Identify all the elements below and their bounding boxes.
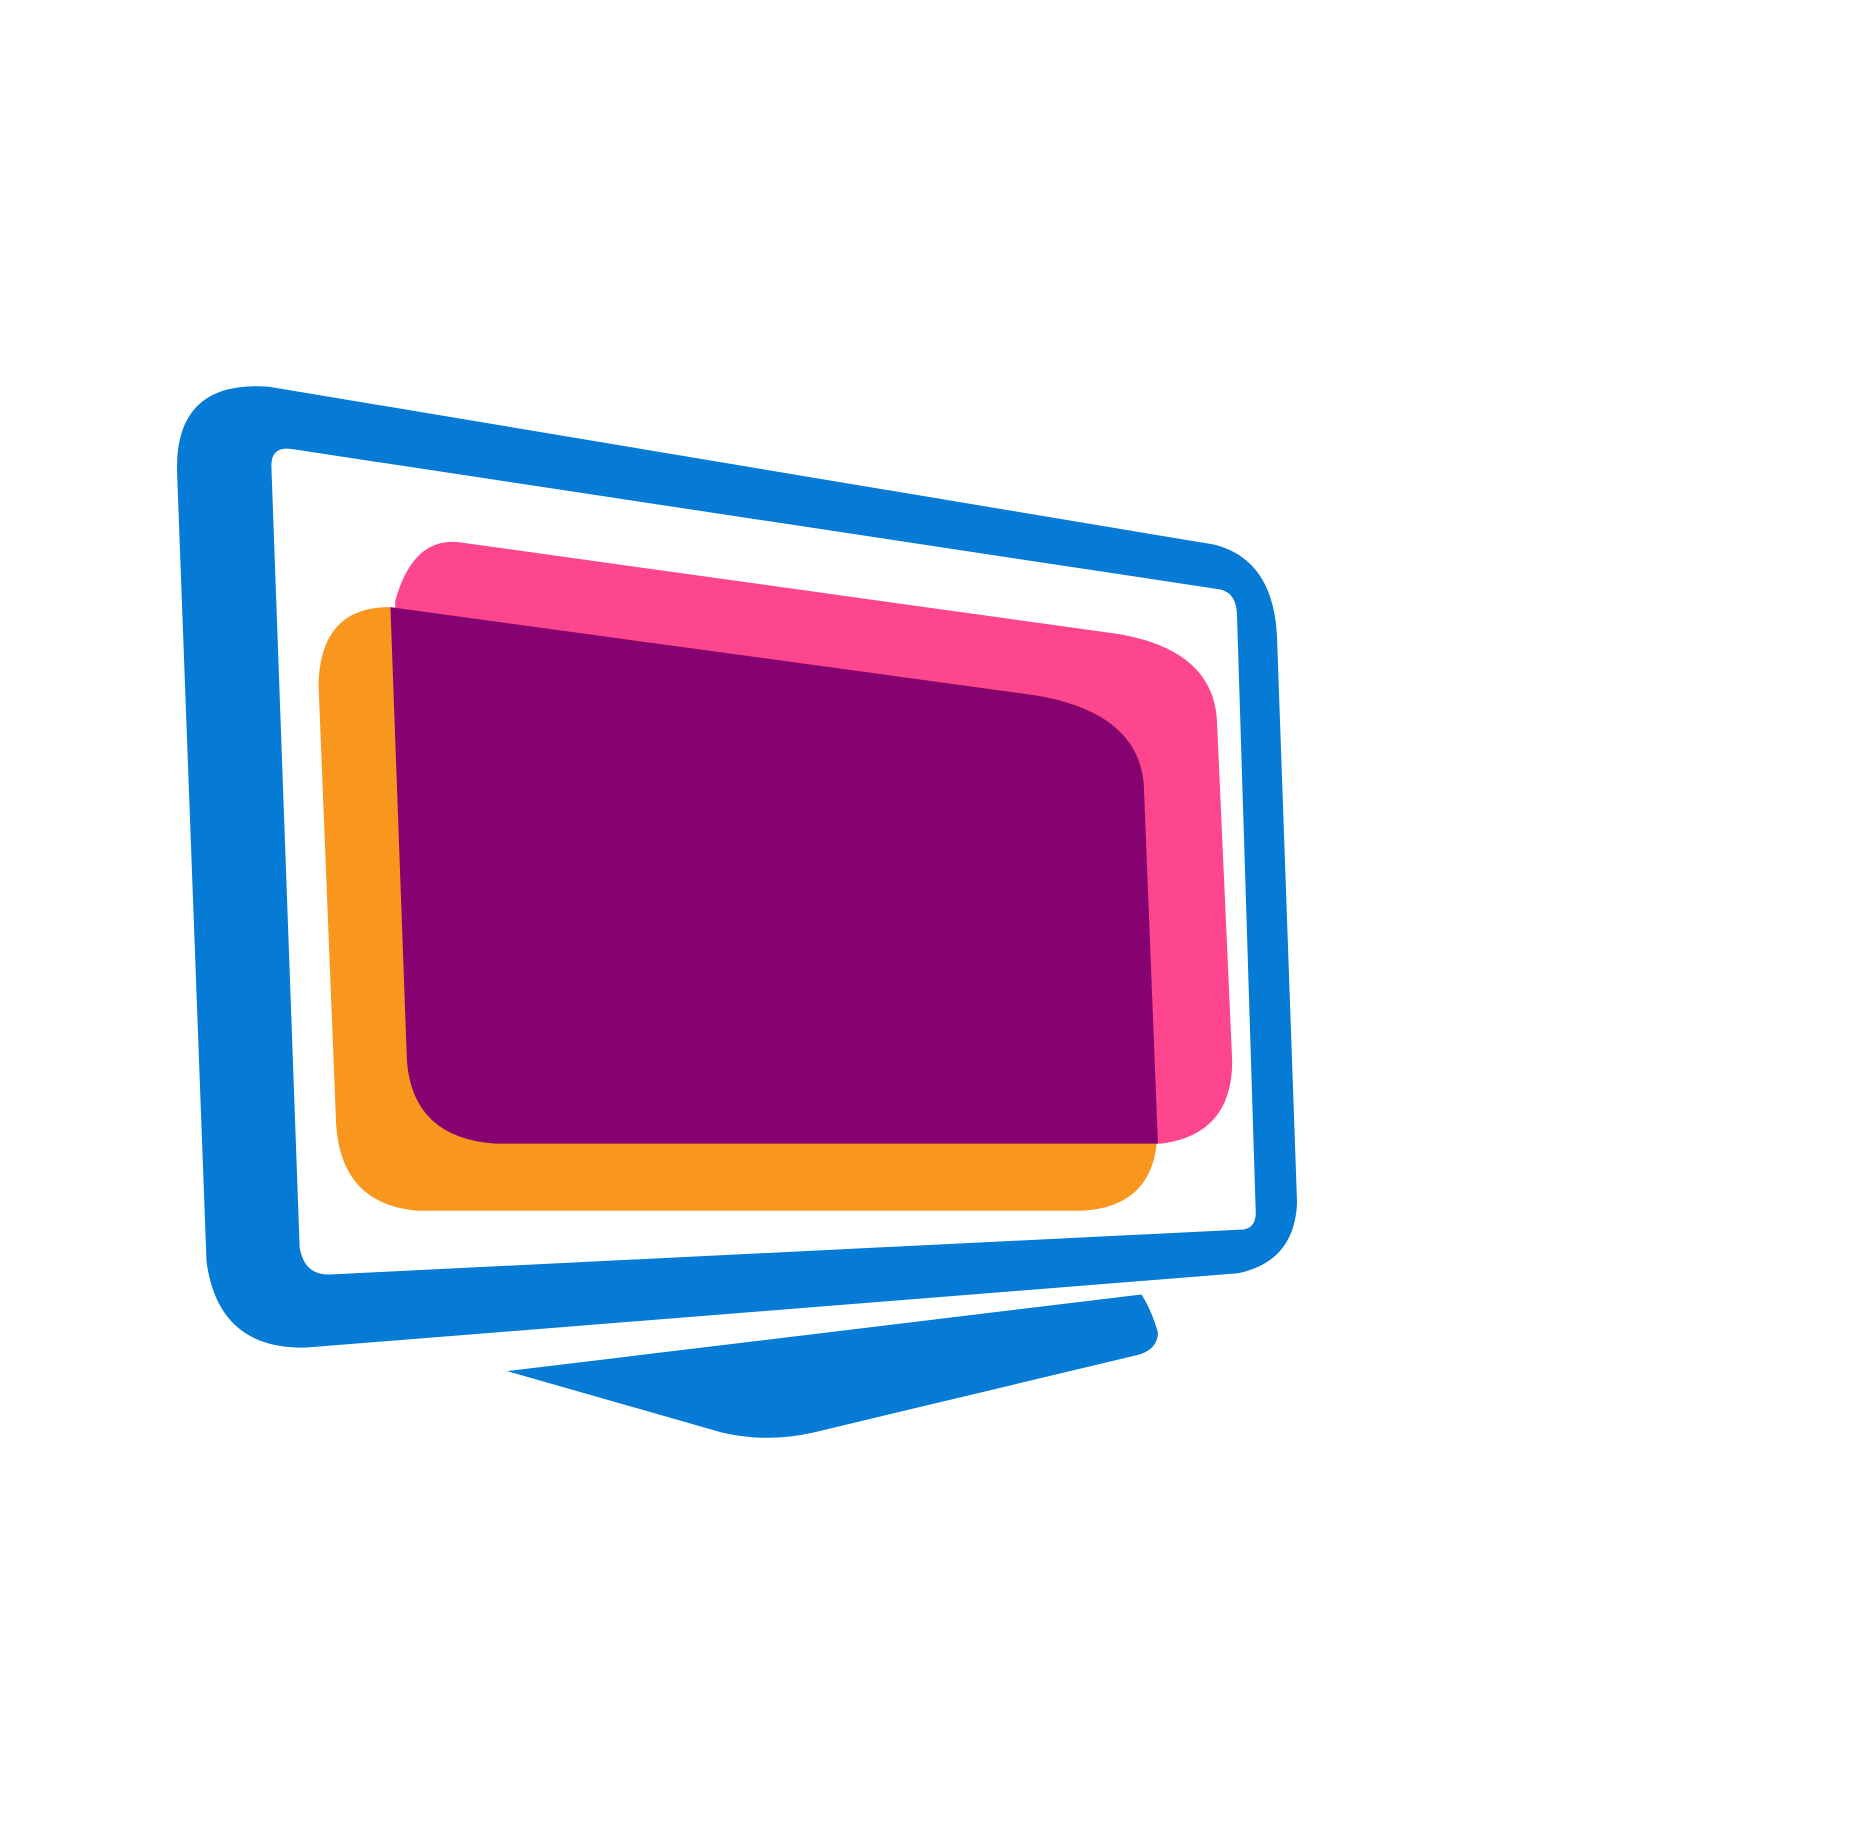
monitor-frame	[176, 386, 1298, 1348]
monitor-stand	[507, 1294, 1158, 1438]
purple-overlap-shape	[390, 607, 1158, 1144]
